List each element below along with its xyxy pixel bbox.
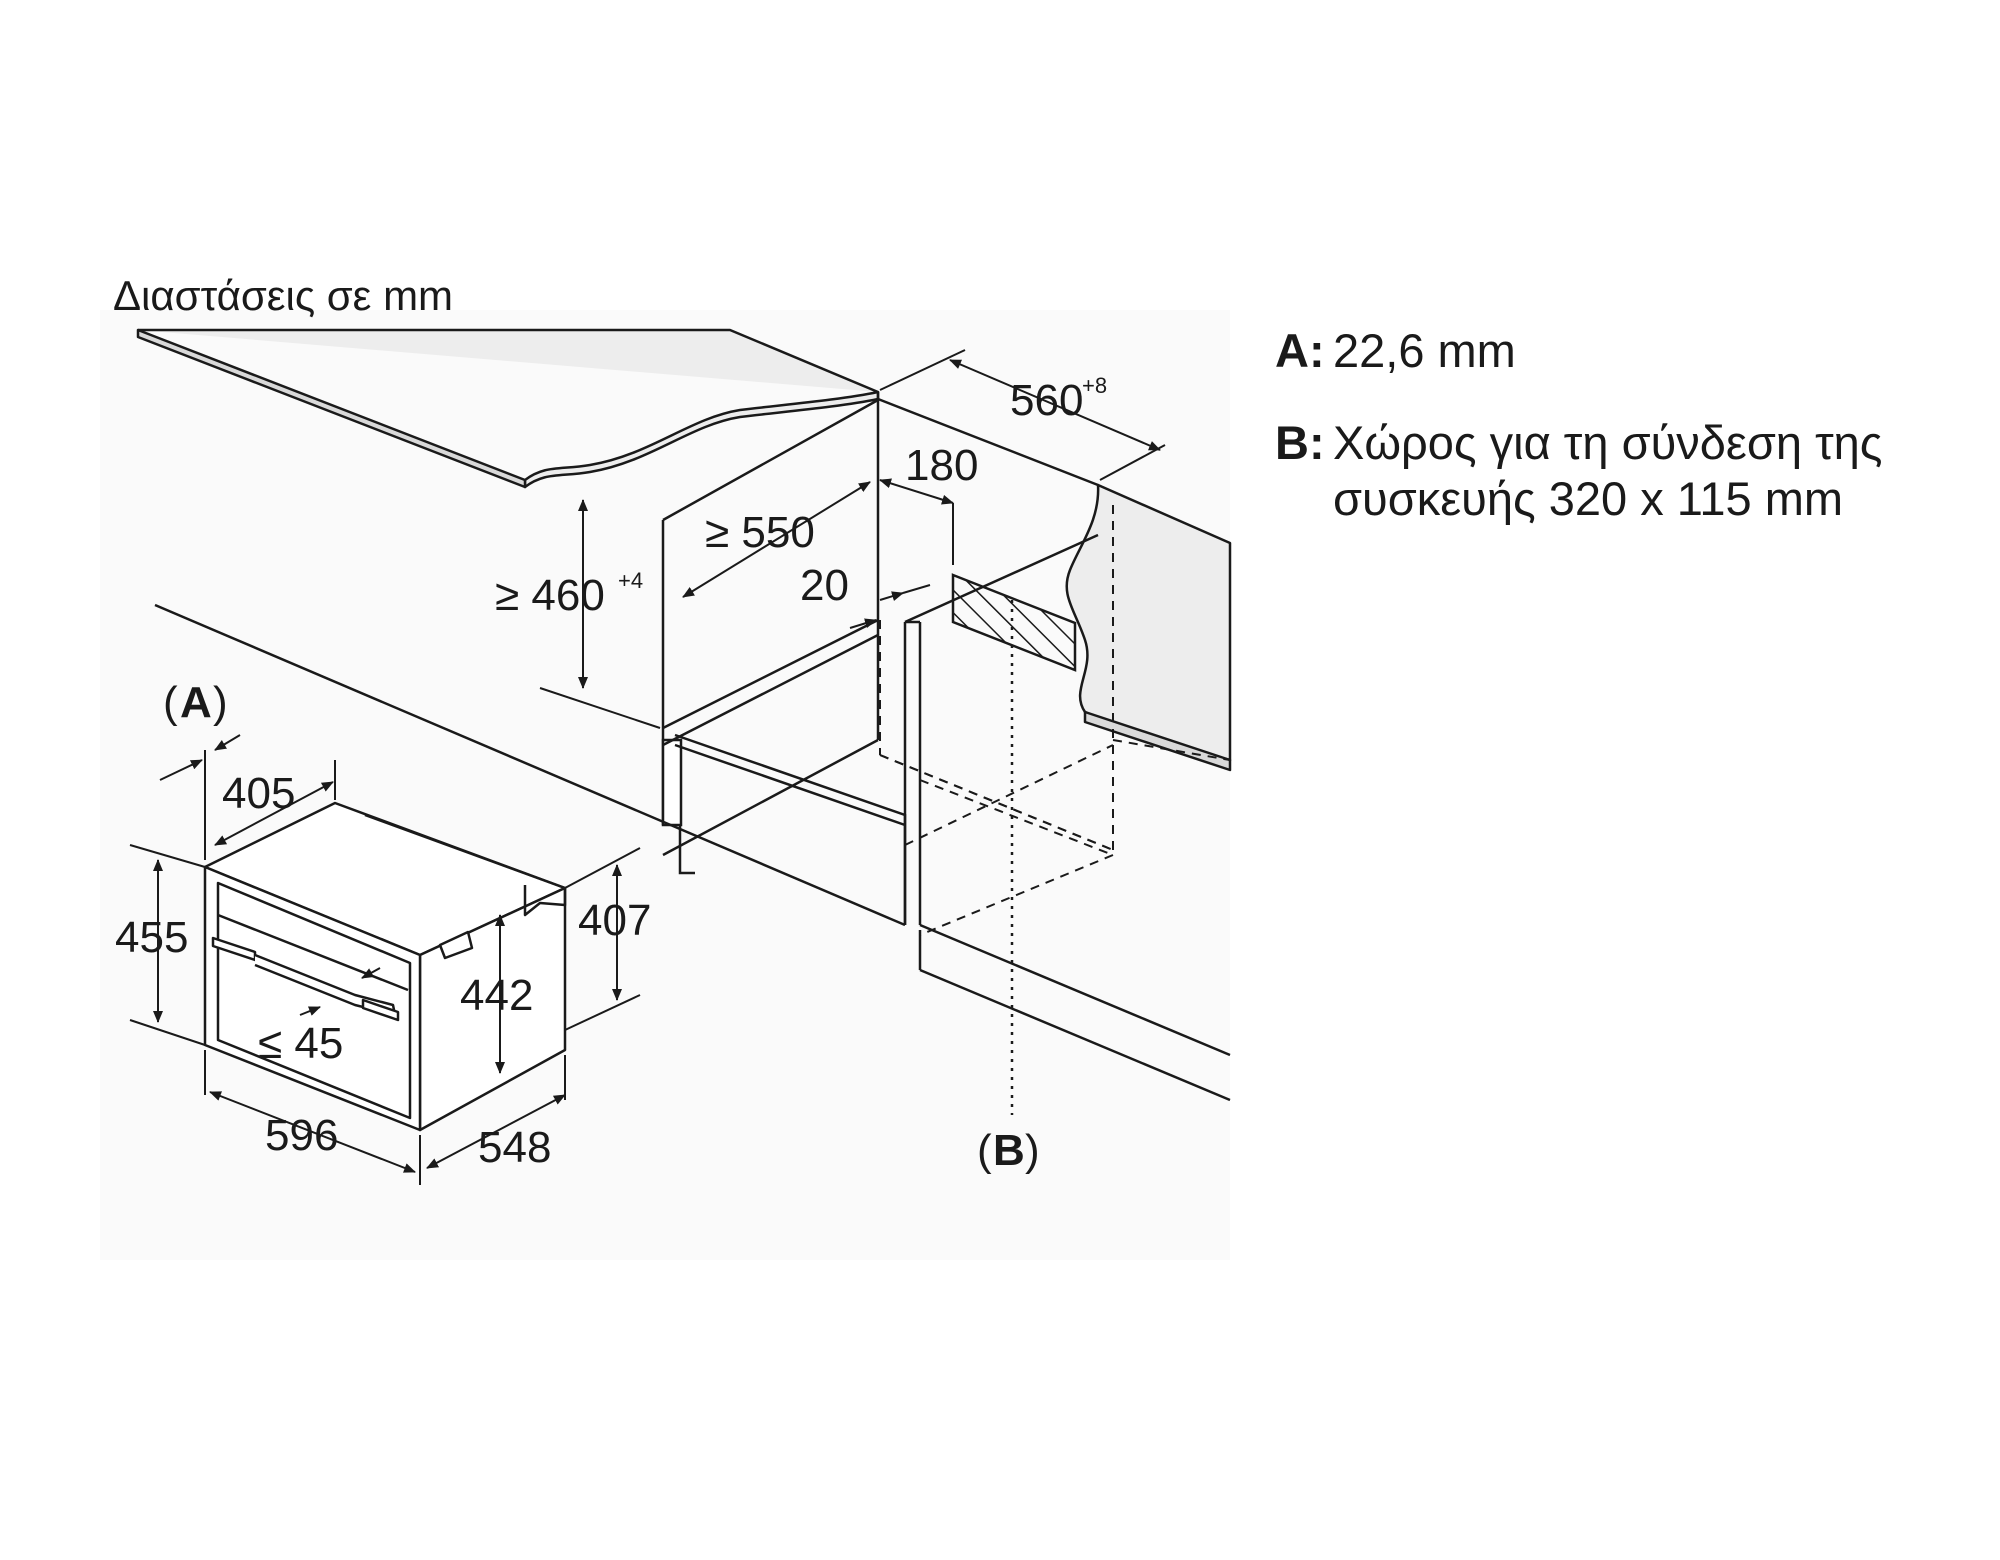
legend: A: 22,6 mm B: Χώρος για τη σύνδεση της σ… xyxy=(1275,323,1965,563)
legend-item-b: B: Χώρος για τη σύνδεση της συσκευής 320… xyxy=(1275,415,1965,527)
dim-front-depth: 405 xyxy=(222,769,295,818)
marker-b: B xyxy=(993,1126,1025,1175)
dim-appliance-height: 455 xyxy=(115,913,188,962)
connection-area xyxy=(951,573,1077,1115)
dim-cabinet-height-tol: +4 xyxy=(618,568,643,593)
hidden-lines xyxy=(879,505,1231,936)
dim-cabinet-width-tol: +8 xyxy=(1082,373,1107,398)
marker-a-close: ) xyxy=(213,678,228,727)
legend-item-a: A: 22,6 mm xyxy=(1275,323,1965,379)
legend-key-b: B: xyxy=(1275,416,1325,469)
marker-b-close: ) xyxy=(1025,1126,1040,1175)
dim-cabinet-height: ≥ 460 xyxy=(495,571,605,620)
dim-connection-depth: 180 xyxy=(905,441,978,490)
dim-handle-depth: ≤ 45 xyxy=(258,1019,343,1068)
dim-cabinet-width: 560 xyxy=(1010,376,1083,425)
countertop-left xyxy=(136,328,880,489)
dim-cabinet-depth: ≥ 550 xyxy=(705,508,815,557)
dim-body-height: 442 xyxy=(460,971,533,1020)
cabinet-niche xyxy=(154,392,1231,1102)
marker-b-open: ( xyxy=(977,1126,992,1175)
diagram-title: Διαστάσεις σε mm xyxy=(113,272,453,319)
marker-a: A xyxy=(180,678,212,727)
countertop-right xyxy=(1065,483,1232,772)
legend-text-b: Χώρος για τη σύνδεση της συσκευής 320 x … xyxy=(1333,416,1883,525)
legend-key-a: A: xyxy=(1275,324,1325,377)
marker-a-open: ( xyxy=(163,678,178,727)
dim-appliance-depth: 548 xyxy=(478,1123,551,1172)
dim-rear-gap: 20 xyxy=(800,561,849,610)
dim-door-height: 407 xyxy=(578,896,651,945)
legend-text-a: 22,6 mm xyxy=(1333,324,1516,377)
dimension-lines xyxy=(129,349,1166,1185)
dim-appliance-width: 596 xyxy=(265,1111,338,1160)
